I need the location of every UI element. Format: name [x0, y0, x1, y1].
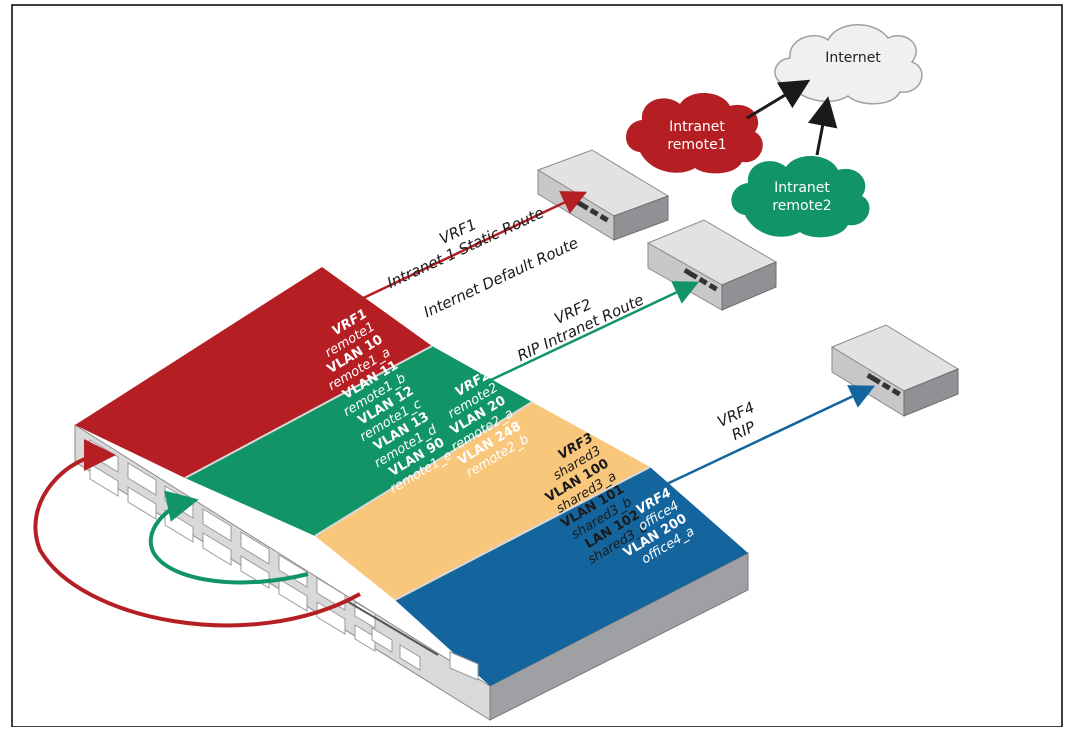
internet-cloud: Internet [774, 24, 923, 105]
vrf2-loop-arrow [148, 490, 309, 585]
vrf2-region [185, 346, 532, 536]
switch-ports [89, 439, 479, 681]
core-switch: VRF1 remote1 VLAN 10 remote1_a VLAN 11 r… [74, 267, 749, 721]
intranet-remote2-cloud: Intranet remote2 [731, 156, 870, 238]
intranet-remote2-line2: remote2 [772, 198, 831, 214]
vrf4-region [395, 467, 748, 686]
intranet1-to-internet-arrow [746, 79, 811, 120]
intranet-remote2-line1: Intranet [774, 180, 830, 196]
vrf1-region [75, 267, 432, 478]
cloud-icon [774, 24, 923, 105]
vrf1-loop-arrow [33, 439, 361, 628]
vrf3-region [315, 402, 650, 600]
router-3 [830, 324, 960, 417]
vrf1-route-arrow [354, 191, 588, 304]
router-icon [646, 219, 778, 311]
intranet-remote1-cloud: Intranet remote1 [625, 92, 763, 174]
router-icon [830, 324, 960, 417]
vrf2-route-arrow [477, 281, 700, 388]
internet-label: Internet [825, 50, 881, 66]
intranet2-to-internet-arrow [807, 96, 838, 156]
intranet-remote1-line1: Intranet [669, 119, 725, 135]
cloud-icon [625, 92, 763, 174]
intranet-remote1-line2: remote1 [667, 137, 726, 153]
cloud-icon [731, 156, 870, 238]
vrf4-route-arrow [653, 385, 876, 492]
router-2 [646, 219, 778, 311]
